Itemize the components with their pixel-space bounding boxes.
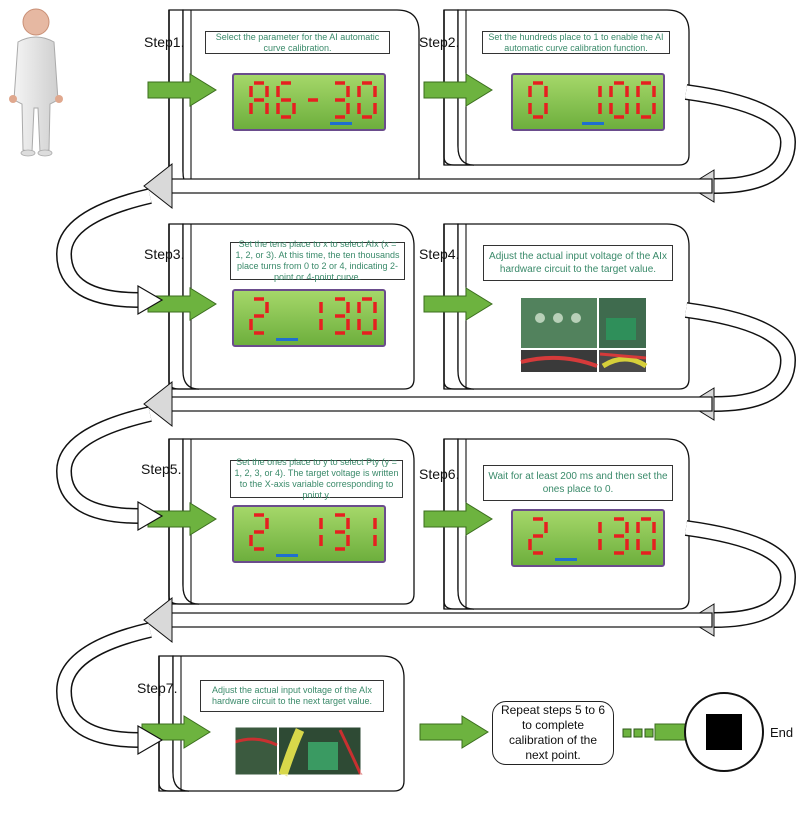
step1-note: Select the parameter for the AI automati… — [205, 31, 390, 54]
dash-connector-icon — [623, 729, 653, 737]
lcd-display-step1 — [233, 74, 385, 130]
return-arrows — [64, 92, 788, 754]
step3-label: Step3. — [144, 246, 184, 262]
lcd-cursor — [330, 122, 352, 125]
hardware-photo-step7 — [235, 727, 361, 775]
lcd-cursor — [555, 558, 577, 561]
step4-label: Step4. — [419, 246, 459, 262]
step2-label: Step2. — [419, 34, 459, 50]
step3-note: Set the tens place to x to select AIx (x… — [230, 242, 405, 280]
step2-note: Set the hundreds place to 1 to enable th… — [482, 31, 670, 54]
end-label: End — [770, 725, 793, 740]
lcd-cursor — [582, 122, 604, 125]
lcd-display-step6 — [512, 510, 664, 566]
person-icon — [9, 9, 63, 156]
lcd-display-step5 — [233, 506, 385, 562]
step1-label: Step1. — [144, 34, 184, 50]
hardware-photo-step4 — [521, 298, 646, 372]
step5-note: Set the ones place to y to select Pty (y… — [230, 460, 403, 498]
step6-note: Wait for at least 200 ms and then set th… — [483, 465, 673, 501]
lcd-cursor — [276, 338, 298, 341]
repeat-steps-box: Repeat steps 5 to 6 to complete calibrat… — [492, 701, 614, 765]
green-arrow-to-repeat — [420, 716, 488, 748]
lcd-display-step2 — [512, 74, 664, 130]
step5-label: Step5. — [141, 461, 181, 477]
step6-label: Step6. — [419, 466, 459, 482]
step7-note: Adjust the actual input voltage of the A… — [200, 680, 384, 712]
end-circle-icon — [685, 693, 763, 771]
lcd-display-step3 — [233, 290, 385, 346]
step7-label: Step7. — [137, 680, 177, 696]
lcd-cursor — [276, 554, 298, 557]
step4-note: Adjust the actual input voltage of the A… — [483, 245, 673, 281]
